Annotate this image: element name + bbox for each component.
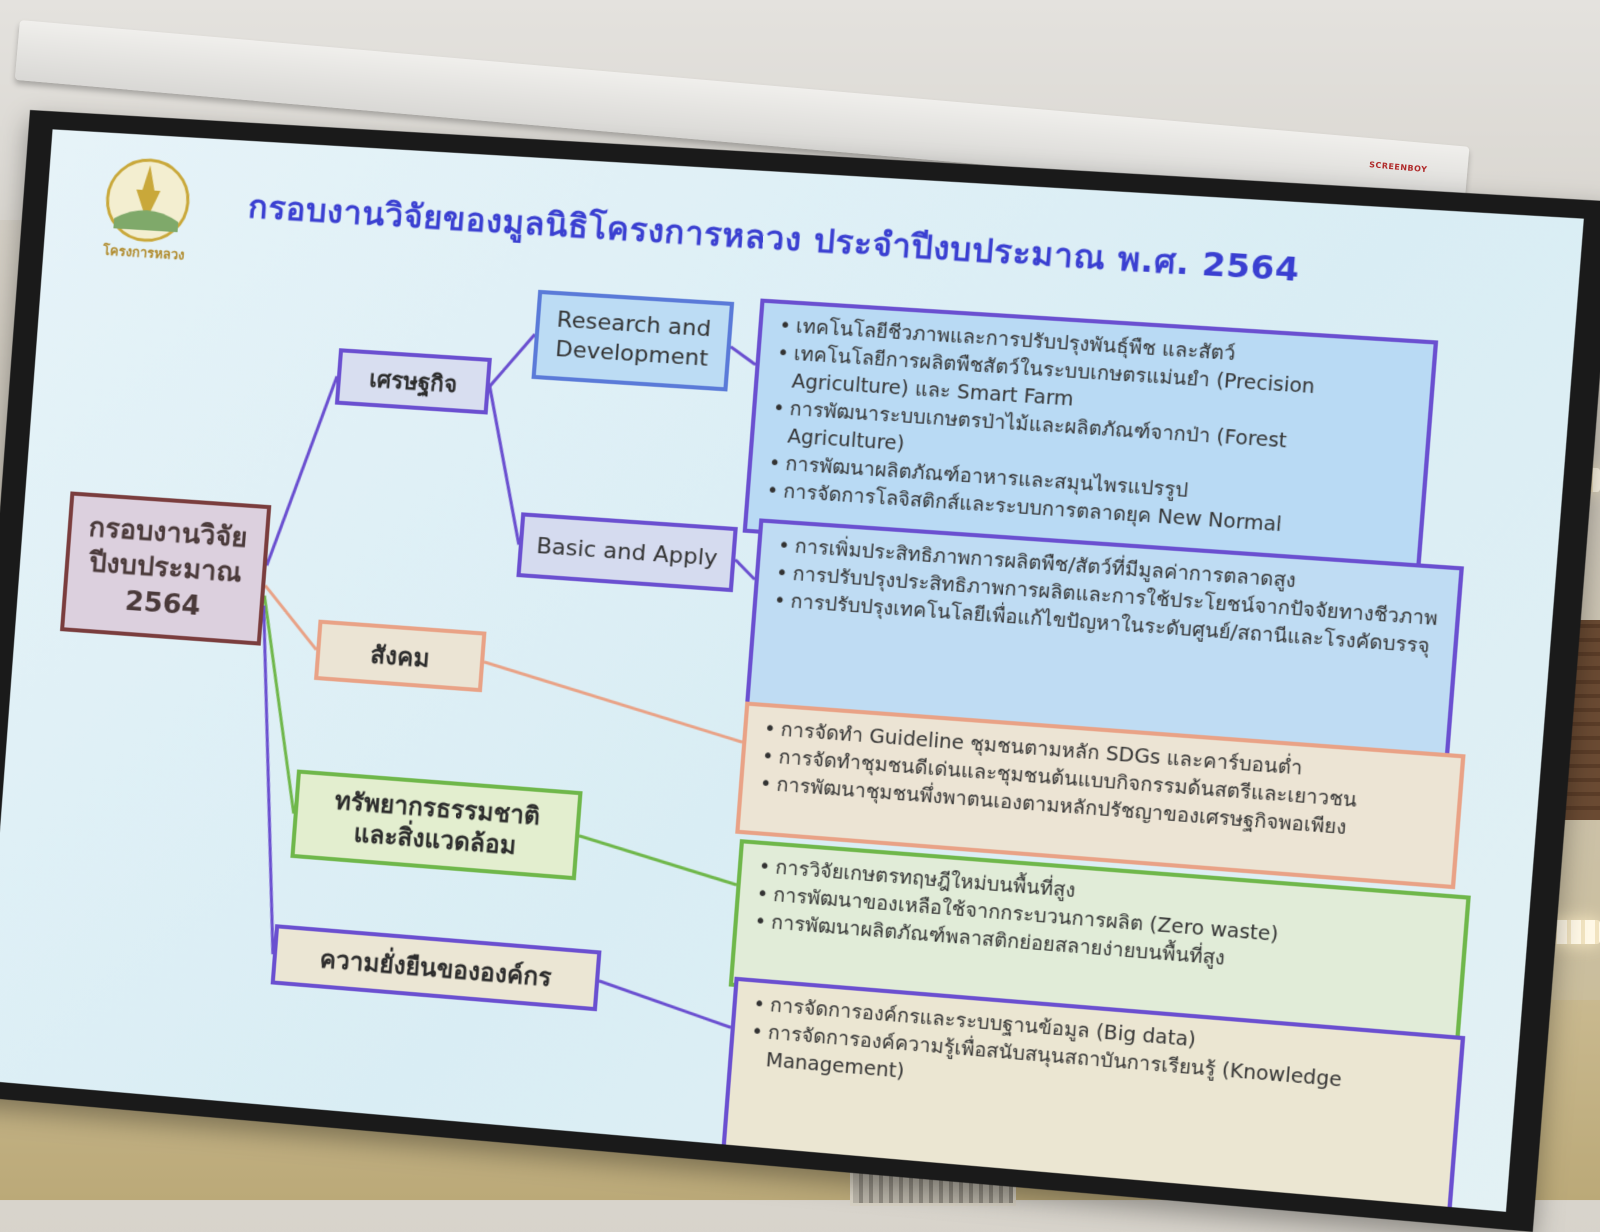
economy-node: เศรษฐกิจ bbox=[334, 348, 492, 415]
logo-text: โครงการหลวง bbox=[101, 242, 185, 264]
projector-screen: โครงการหลวง กรอบงานวิจัยของมูลนิธิโครงกา… bbox=[0, 110, 1600, 1232]
research-development-node: Research and Development bbox=[531, 289, 735, 392]
social-node: สังคม bbox=[314, 619, 487, 693]
root-node: กรอบงานวิจัย ปีงบประมาณ 2564 bbox=[59, 491, 272, 646]
royal-project-logo: โครงการหลวง bbox=[83, 142, 212, 264]
slide: โครงการหลวง กรอบงานวิจัยของมูลนิธิโครงกา… bbox=[0, 129, 1584, 1212]
projector-brand: SCREENBOY bbox=[1368, 160, 1428, 175]
